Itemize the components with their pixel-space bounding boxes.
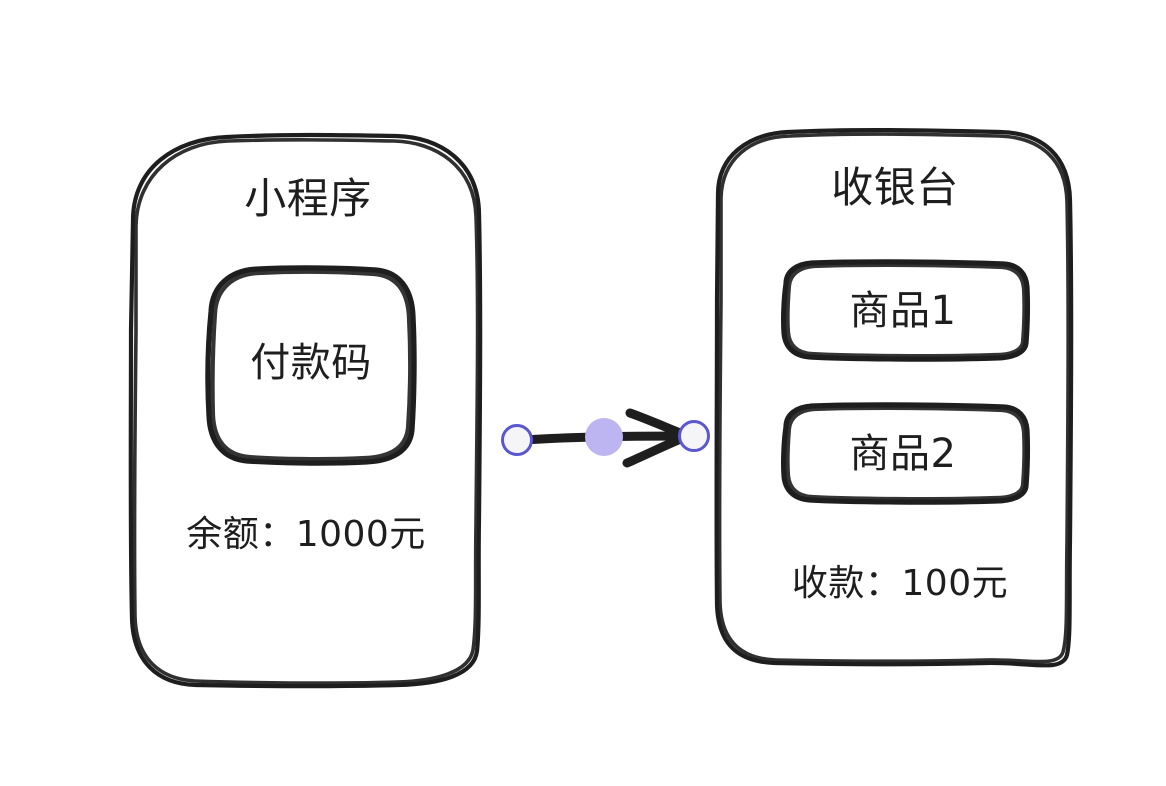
payment-code-box[interactable] — [207, 264, 417, 466]
right-card-amount-text: 收款：100元 — [791, 563, 1009, 604]
left-card-title: 小程序 — [244, 174, 372, 223]
product-2-label: 商品2 — [849, 431, 957, 477]
connector-arrow[interactable] — [500, 408, 710, 468]
product-1-label: 商品1 — [849, 288, 957, 334]
product-1-box[interactable] — [783, 260, 1029, 362]
right-card[interactable] — [714, 128, 1074, 668]
right-card-title: 收银台 — [831, 163, 959, 212]
payment-code-label: 付款码 — [250, 340, 372, 386]
product-2-box[interactable] — [783, 403, 1029, 505]
left-card-balance-text: 余额：1000元 — [186, 514, 426, 555]
